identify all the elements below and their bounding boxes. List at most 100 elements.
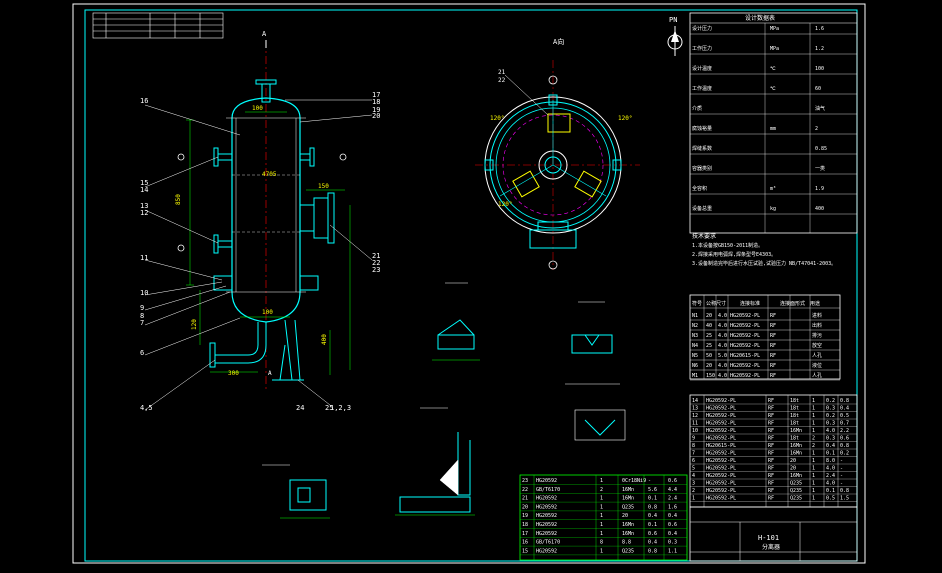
nozzle-cell: 25 — [706, 343, 712, 349]
parts-lower-cell: 16 — [522, 540, 528, 546]
nozzle-cell: 液位 — [812, 362, 822, 369]
outer-frame — [72, 3, 866, 564]
nozzle-cell: HG20592-PL — [730, 323, 760, 329]
parts-upper-cell: 4.0 — [826, 481, 835, 487]
tech-note-1: 1.本设备按GB150-2011制造。 — [692, 242, 763, 249]
parts-upper-cell: HG20592-PL — [706, 496, 736, 502]
parts-upper-cell: 20 — [790, 466, 796, 472]
parts-upper-cell: RF — [768, 473, 774, 479]
callout-right-5: 22 — [372, 259, 380, 267]
parts-upper-cell: - — [840, 473, 843, 479]
parts-upper-cell: 1 — [812, 473, 815, 479]
parts-upper-cell: 18t — [790, 421, 799, 427]
parts-lower-cell: 0.8 — [648, 548, 657, 554]
north-label: PN — [669, 16, 677, 24]
parts-upper-cell: 1 — [812, 406, 815, 412]
nozzle-header-cell: 连接面形式 — [780, 300, 805, 307]
callout-right-4: 21 — [372, 252, 380, 260]
parts-upper-cell: 1 — [812, 466, 815, 472]
parts-upper-cell: HG20592-PL — [706, 481, 736, 487]
parts-lower-cell: 19 — [522, 513, 528, 519]
parts-upper-cell: 0.5 — [826, 496, 835, 502]
nozzle-cell: HG20592-PL — [730, 343, 760, 349]
spec-cell: 一类 — [815, 165, 825, 172]
nozzle-cell: RF — [770, 313, 776, 319]
parts-upper-cell: HG20592-PL — [706, 436, 736, 442]
spec-cell: 腐蚀裕量 — [692, 125, 712, 132]
plan-angle-left: 120° — [490, 115, 504, 122]
nozzle-cell: 放空 — [812, 342, 822, 349]
parts-upper-cell: HG20592-PL — [706, 413, 736, 419]
parts-lower-cell: - — [648, 478, 651, 484]
parts-lower-cell: 8 — [600, 540, 603, 546]
nozzle-cell: RF — [770, 333, 776, 339]
parts-lower-cell: 16Mn — [622, 496, 634, 502]
parts-lower-cell: 20 — [522, 504, 528, 510]
parts-upper-cell: 4.0 — [826, 466, 835, 472]
parts-lower-cell: 1 — [600, 531, 603, 537]
parts-lower-cell: Q235 — [622, 548, 634, 554]
callout-left-10: 6 — [140, 349, 144, 357]
parts-upper-cell: 0.4 — [840, 406, 849, 412]
parts-upper-cell: 4 — [692, 473, 695, 479]
nozzle-cell: 40 — [706, 323, 712, 329]
parts-lower-cell: 0.8 — [648, 504, 657, 510]
callout-left-0: 16 — [140, 97, 148, 105]
parts-lower-cell: 0.1 — [648, 496, 657, 502]
parts-lower-cell: 21 — [522, 496, 528, 502]
nozzle-cell: N1 — [692, 313, 698, 319]
spec-cell: MPa — [770, 26, 779, 32]
parts-lower-cell: 17 — [522, 531, 528, 537]
parts-upper-cell: HG20592-PL — [706, 458, 736, 464]
parts-upper-cell: 1 — [812, 413, 815, 419]
nozzle-cell: M1 — [692, 373, 698, 379]
parts-lower-cell: 2 — [600, 487, 603, 493]
parts-lower-cell: 18 — [522, 522, 528, 528]
parts-upper-cell: 0.1 — [826, 451, 835, 457]
parts-upper-cell: 16Mn — [790, 451, 802, 457]
parts-upper-cell: 0.8 — [840, 398, 849, 404]
parts-upper-cell: RF — [768, 436, 774, 442]
parts-lower-cell: 0Cr18Ni9 — [622, 478, 646, 484]
parts-upper-cell: 8.0 — [826, 458, 835, 464]
tech-note-3: 3.设备制造完毕后进行水压试验,试验压力 NB/T47041-2003。 — [692, 260, 836, 267]
parts-upper-cell: - — [840, 481, 843, 487]
parts-upper-cell: 1 — [812, 496, 815, 502]
parts-upper-cell: HG20592-PL — [706, 451, 736, 457]
parts-upper-cell: 14 — [692, 398, 698, 404]
parts-lower-cell: 0.4 — [668, 531, 677, 537]
parts-upper-cell: 2 — [812, 436, 815, 442]
nozzle-cell: RF — [770, 363, 776, 369]
callout-right-3: 20 — [372, 112, 380, 120]
parts-upper-cell: 0.3 — [826, 436, 835, 442]
nozzle-cell: 进料 — [812, 312, 822, 319]
dim-right-400: 400 — [321, 334, 328, 345]
parts-lower-cell: 0.1 — [648, 522, 657, 528]
parts-upper-cell: 0.7 — [840, 421, 849, 427]
spec-cell: 60 — [815, 86, 821, 92]
nozzle-cell: 150 — [706, 373, 715, 379]
parts-upper-cell: 0.2 — [840, 451, 849, 457]
parts-upper-cell: 2 — [692, 488, 695, 494]
parts-upper-cell: Q235 — [790, 496, 802, 502]
parts-lower-cell: 1 — [600, 548, 603, 554]
dim-shell: 4705 — [262, 171, 277, 178]
spec-cell: mm — [770, 126, 776, 132]
parts-upper-cell: 3 — [692, 481, 695, 487]
nozzle-cell: 4.0 — [718, 343, 727, 349]
parts-upper-cell: RF — [768, 488, 774, 494]
parts-upper-cell: 2.2 — [840, 428, 849, 434]
parts-upper-cell: 11 — [692, 421, 698, 427]
parts-upper-cell: RF — [768, 481, 774, 487]
parts-upper-cell: 4.0 — [826, 428, 835, 434]
parts-upper-cell: HG20592-PL — [706, 398, 736, 404]
spec-cell: 2 — [815, 126, 818, 132]
dim-right-150: 150 — [318, 183, 329, 190]
parts-lower-cell: 0.4 — [648, 513, 657, 519]
nozzle-header-cell: 符号 — [692, 300, 702, 307]
